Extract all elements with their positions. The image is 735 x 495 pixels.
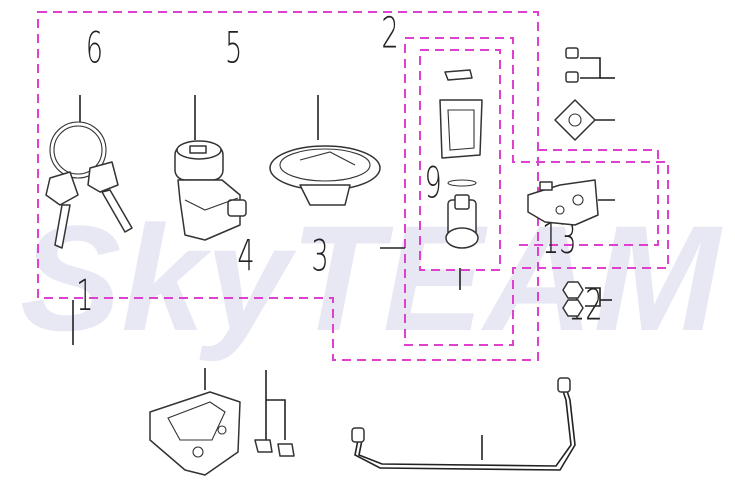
assembly-10-outline <box>513 149 659 246</box>
nuts-drawing <box>562 281 584 317</box>
ignition-lock-drawing <box>174 140 247 241</box>
leader-7 <box>580 57 601 79</box>
watermark-text: SkyTEAM <box>20 194 723 362</box>
callout-6: 6 <box>86 25 103 74</box>
holder-drawing <box>527 179 599 226</box>
callout-9: 9 <box>425 160 442 209</box>
leader-3b <box>266 399 286 440</box>
callout-1: 1 <box>76 272 93 321</box>
seat-lock-drawing <box>439 69 483 249</box>
bolts-drawing <box>254 439 295 457</box>
callout-2: 2 <box>381 10 398 59</box>
screws-drawing <box>565 47 579 83</box>
assembly-9-outline <box>404 37 669 346</box>
leader-11 <box>585 287 601 307</box>
plate-drawing <box>554 99 596 141</box>
fuel-cap-drawing <box>269 145 381 206</box>
key-set-drawing <box>45 121 133 249</box>
callout-3: 3 <box>311 233 328 282</box>
callout-4: 4 <box>237 233 254 282</box>
bracket-drawing <box>149 391 241 476</box>
assembly-1-outline <box>37 11 539 361</box>
cable-drawing <box>351 377 576 471</box>
callout-5: 5 <box>225 25 242 74</box>
assembly-13-outline <box>419 49 501 271</box>
